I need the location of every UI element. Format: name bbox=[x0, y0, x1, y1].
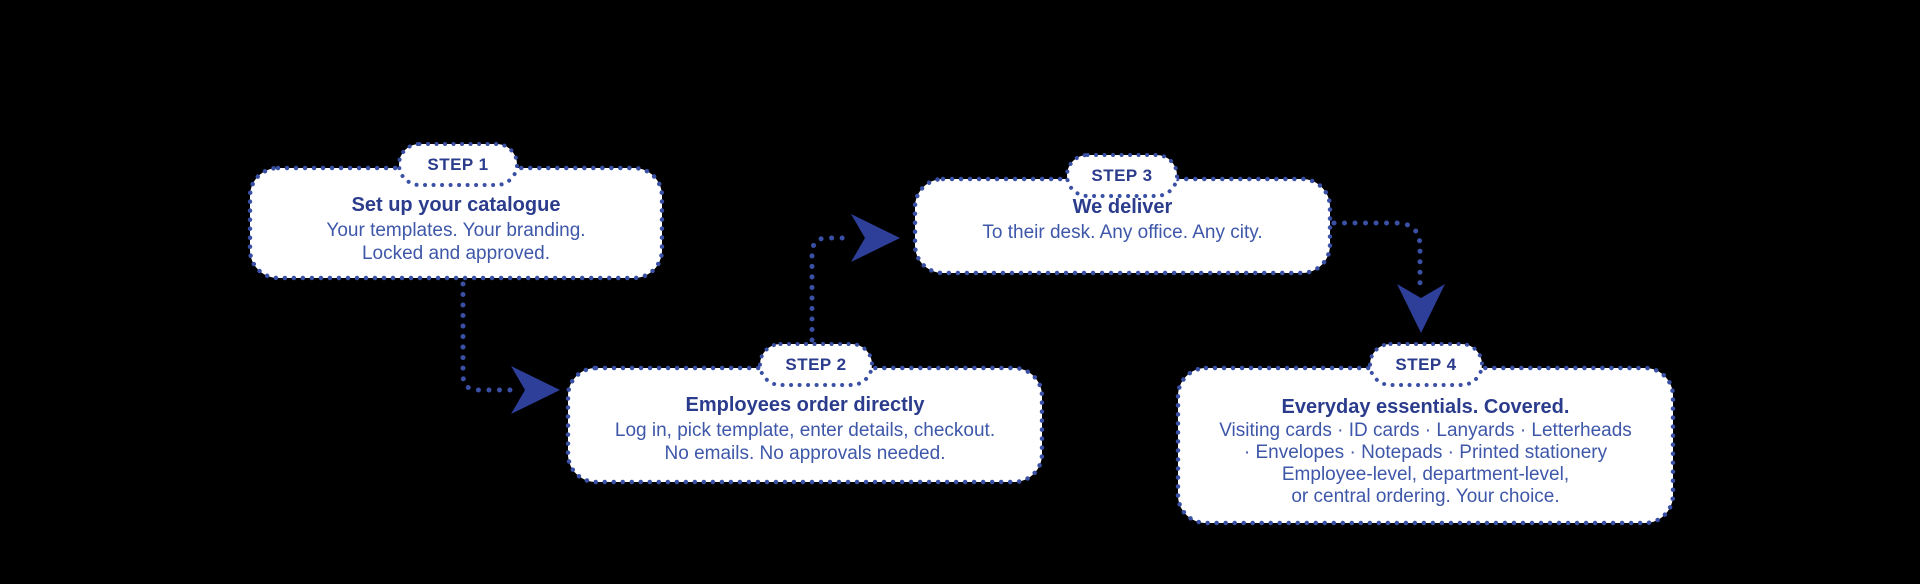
step4-body-line: · Envelopes · Notepads · Printed station… bbox=[1243, 442, 1608, 463]
step4-body-line: Visiting cards · ID cards · Lanyards · L… bbox=[1219, 420, 1632, 441]
step3-badge-label: STEP 3 bbox=[1091, 165, 1153, 185]
step2-badge-pill bbox=[758, 342, 874, 387]
step4-badge-pill bbox=[1368, 342, 1484, 387]
step2-title: Employees order directly bbox=[685, 394, 925, 416]
step4-content: Everyday essentials. Covered. Visiting c… bbox=[1178, 368, 1673, 523]
step3-title: We deliver bbox=[1072, 196, 1173, 218]
step1-title: Set up your catalogue bbox=[351, 194, 561, 216]
step2-badge-label: STEP 2 bbox=[785, 354, 847, 374]
step4-body-line: or central ordering. Your choice. bbox=[1291, 486, 1560, 507]
step3-badge-pill bbox=[1065, 153, 1179, 198]
step2-body-line: Log in, pick template, enter details, ch… bbox=[614, 420, 996, 441]
step1-badge-label: STEP 1 bbox=[427, 154, 489, 174]
step1-badge-pill bbox=[397, 142, 519, 187]
step4-box bbox=[1175, 365, 1676, 526]
arrowhead-down-step4 bbox=[1397, 284, 1445, 333]
connector-step1-to-step2 bbox=[460, 281, 515, 393]
step2-content: Employees order directly Log in, pick te… bbox=[568, 368, 1042, 482]
step1-body-line: Your templates. Your branding. bbox=[326, 220, 586, 241]
connector-step2-to-step3 bbox=[809, 235, 855, 343]
step3-content: We deliver To their desk. Any office. An… bbox=[915, 179, 1330, 273]
step3-body-line: To their desk. Any office. Any city. bbox=[982, 222, 1263, 243]
step1-body-line: Locked and approved. bbox=[361, 243, 551, 264]
arrowhead-right-step3 bbox=[851, 214, 900, 262]
connector-step3-to-step4 bbox=[1331, 220, 1423, 289]
step4-badge-label: STEP 4 bbox=[1395, 354, 1457, 374]
arrowhead-right-step2 bbox=[511, 366, 560, 414]
step1-content: Set up your catalogue Your templates. Yo… bbox=[250, 168, 662, 278]
step4-body-line: Employee-level, department-level, bbox=[1281, 464, 1570, 485]
step4-title: Everyday essentials. Covered. bbox=[1281, 396, 1570, 418]
step2-body-line: No emails. No approvals needed. bbox=[664, 443, 946, 464]
